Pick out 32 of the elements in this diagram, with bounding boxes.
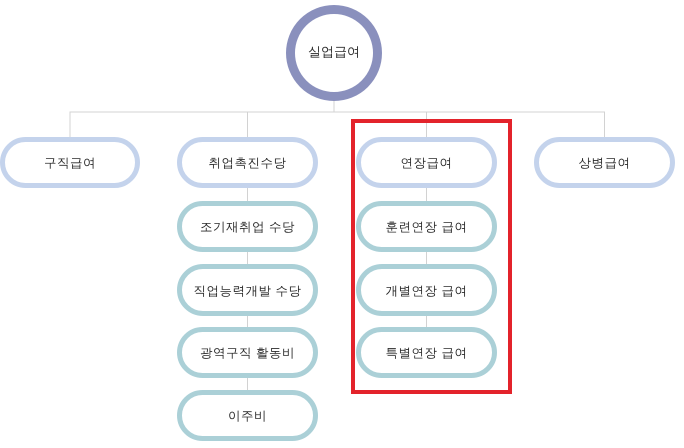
pill-node bbox=[534, 137, 675, 188]
highlight-frame bbox=[351, 119, 512, 394]
node-label: 연장급여 bbox=[400, 155, 452, 170]
pill-node bbox=[356, 137, 497, 188]
node-label: 직업능력개발 수당 bbox=[194, 282, 302, 298]
connector-line bbox=[426, 316, 427, 328]
connector-line bbox=[334, 100, 605, 138]
node-label: 이주비 bbox=[228, 408, 267, 423]
pill-node bbox=[177, 264, 318, 316]
connector-line bbox=[426, 252, 427, 264]
pill-node bbox=[177, 137, 318, 188]
node-label: 상병급여 bbox=[578, 155, 630, 170]
pill-node bbox=[356, 264, 497, 316]
connector-line bbox=[247, 316, 248, 328]
connector-line bbox=[247, 378, 248, 390]
pill-node bbox=[177, 327, 318, 378]
node-label: 특별연장 급여 bbox=[386, 345, 468, 360]
connector-line bbox=[426, 188, 427, 202]
node-label: 실업급여 bbox=[308, 45, 360, 61]
pill-node bbox=[356, 201, 497, 252]
pill-node bbox=[0, 137, 140, 188]
node-label: 광역구직 활동비 bbox=[200, 345, 295, 360]
connector-line bbox=[247, 252, 248, 264]
node-label: 개별연장 급여 bbox=[386, 282, 468, 298]
connector-line bbox=[247, 188, 248, 202]
pill-node bbox=[177, 201, 318, 252]
pill-node bbox=[356, 327, 497, 378]
node-label: 조기재취업 수당 bbox=[200, 219, 295, 234]
node-label: 훈련연장 급여 bbox=[386, 219, 468, 234]
pill-node bbox=[177, 390, 318, 441]
node-label: 구직급여 bbox=[44, 155, 96, 170]
node-label: 취업촉진수당 bbox=[208, 155, 286, 170]
